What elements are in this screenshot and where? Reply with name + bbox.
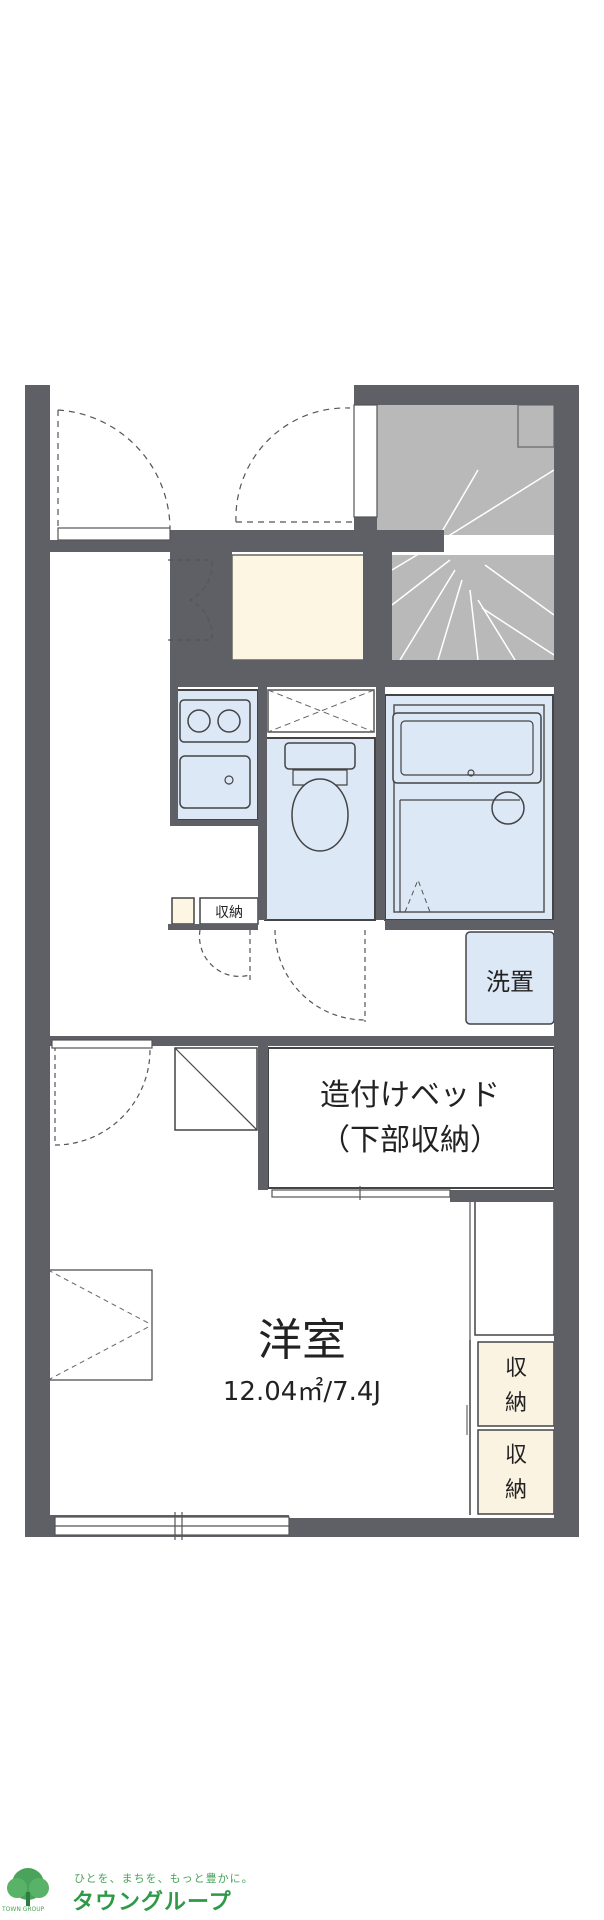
closet-1-label-bottom: 納 (505, 1391, 527, 1416)
logo-name: タウングループ (72, 1890, 232, 1915)
room-size: 12.04㎡/7.4J (223, 1377, 381, 1407)
built-in-bed-label: 造付けベッド (320, 1078, 500, 1113)
built-in-bed-sublabel: （下部収納） (320, 1123, 500, 1158)
entrance (231, 554, 366, 661)
closets (466, 1199, 555, 1515)
closet-2-label-bottom: 納 (505, 1478, 527, 1503)
bathroom (384, 694, 554, 921)
staircase (377, 404, 555, 661)
storage-small-box (171, 897, 195, 925)
room-x-box-upper (174, 1047, 258, 1131)
closet-1-label-top: 収 (505, 1356, 527, 1381)
doors-and-windows (51, 404, 471, 1540)
company-logo: ひとを、まちを、もっと豊かに。 タウングループ TOWN GROUP (0, 1858, 260, 1920)
built-in-bed (267, 1047, 555, 1189)
kitchen (171, 689, 259, 821)
washer-label: 洗置 (486, 968, 534, 996)
storage-small-label: 収納 (215, 905, 243, 921)
storage-box-upper (267, 689, 375, 733)
logo-subtext: TOWN GROUP (2, 1906, 45, 1913)
toilet-room (264, 737, 376, 921)
room-x-box-lower (47, 1269, 153, 1381)
room-name: 洋室 (258, 1315, 346, 1366)
tree-logo-icon (7, 1868, 49, 1906)
logo-slogan: ひとを、まちを、もっと豊かに。 (74, 1872, 254, 1885)
closet-2-label-top: 収 (505, 1443, 527, 1468)
